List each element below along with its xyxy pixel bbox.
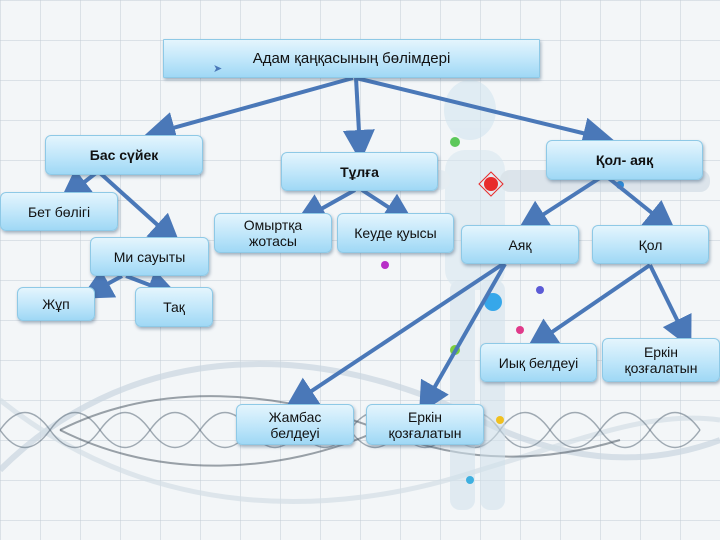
node-kol-ayak-label: Қол- аяқ: [595, 152, 654, 168]
node-ayak[interactable]: Аяқ: [461, 225, 579, 264]
node-erkin-kol-label: Еркін қозғалатын: [624, 344, 698, 376]
node-tak[interactable]: Тақ: [135, 287, 213, 327]
node-iyk-beldeui-label: Иық белдеуі: [498, 354, 579, 371]
node-erkin-ayak-label: Еркін қозғалатын: [388, 408, 462, 441]
node-kol[interactable]: Қол: [592, 225, 709, 264]
node-bet-boligi[interactable]: Бет бөлігі: [0, 192, 118, 231]
node-omyrtka[interactable]: Омыртқа жотасы: [214, 213, 332, 253]
node-keude[interactable]: Кеуде қуысы: [337, 213, 454, 253]
node-zhup-label: Жұп: [42, 296, 70, 312]
node-tulga[interactable]: Тұлға: [281, 152, 438, 191]
node-omyrtka-label: Омыртқа жотасы: [243, 217, 303, 249]
node-bet-boligi-label: Бет бөлігі: [27, 203, 91, 220]
node-mi-sauyty[interactable]: Ми сауыты: [90, 237, 209, 276]
node-zhambas[interactable]: Жамбас белдеуі: [236, 404, 354, 445]
node-tulga-label: Тұлға: [340, 163, 379, 180]
pointer-arrow-icon: ➤: [213, 63, 223, 75]
root-node-label: Адам қаңқасының бөлімдері: [252, 49, 451, 67]
node-kol-label: Қол: [638, 236, 663, 253]
node-zhup[interactable]: Жұп: [17, 287, 95, 321]
root-node[interactable]: Адам қаңқасының бөлімдері: [163, 39, 540, 78]
node-erkin-ayak[interactable]: Еркін қозғалатын: [366, 404, 484, 445]
node-erkin-kol[interactable]: Еркін қозғалатын: [602, 338, 720, 382]
node-tak-label: Тақ: [163, 299, 185, 315]
node-bas-suiek[interactable]: Бас сүйек: [45, 135, 203, 175]
node-kol-ayak[interactable]: Қол- аяқ: [546, 140, 703, 180]
node-mi-sauyty-label: Ми сауыты: [113, 248, 186, 265]
node-iyk-beldeui[interactable]: Иық белдеуі: [480, 343, 597, 382]
node-bas-suiek-label: Бас сүйек: [89, 147, 159, 163]
node-keude-label: Кеуде қуысы: [354, 225, 437, 241]
node-ayak-label: Аяқ: [508, 236, 532, 253]
node-zhambas-label: Жамбас белдеуі: [268, 408, 322, 441]
